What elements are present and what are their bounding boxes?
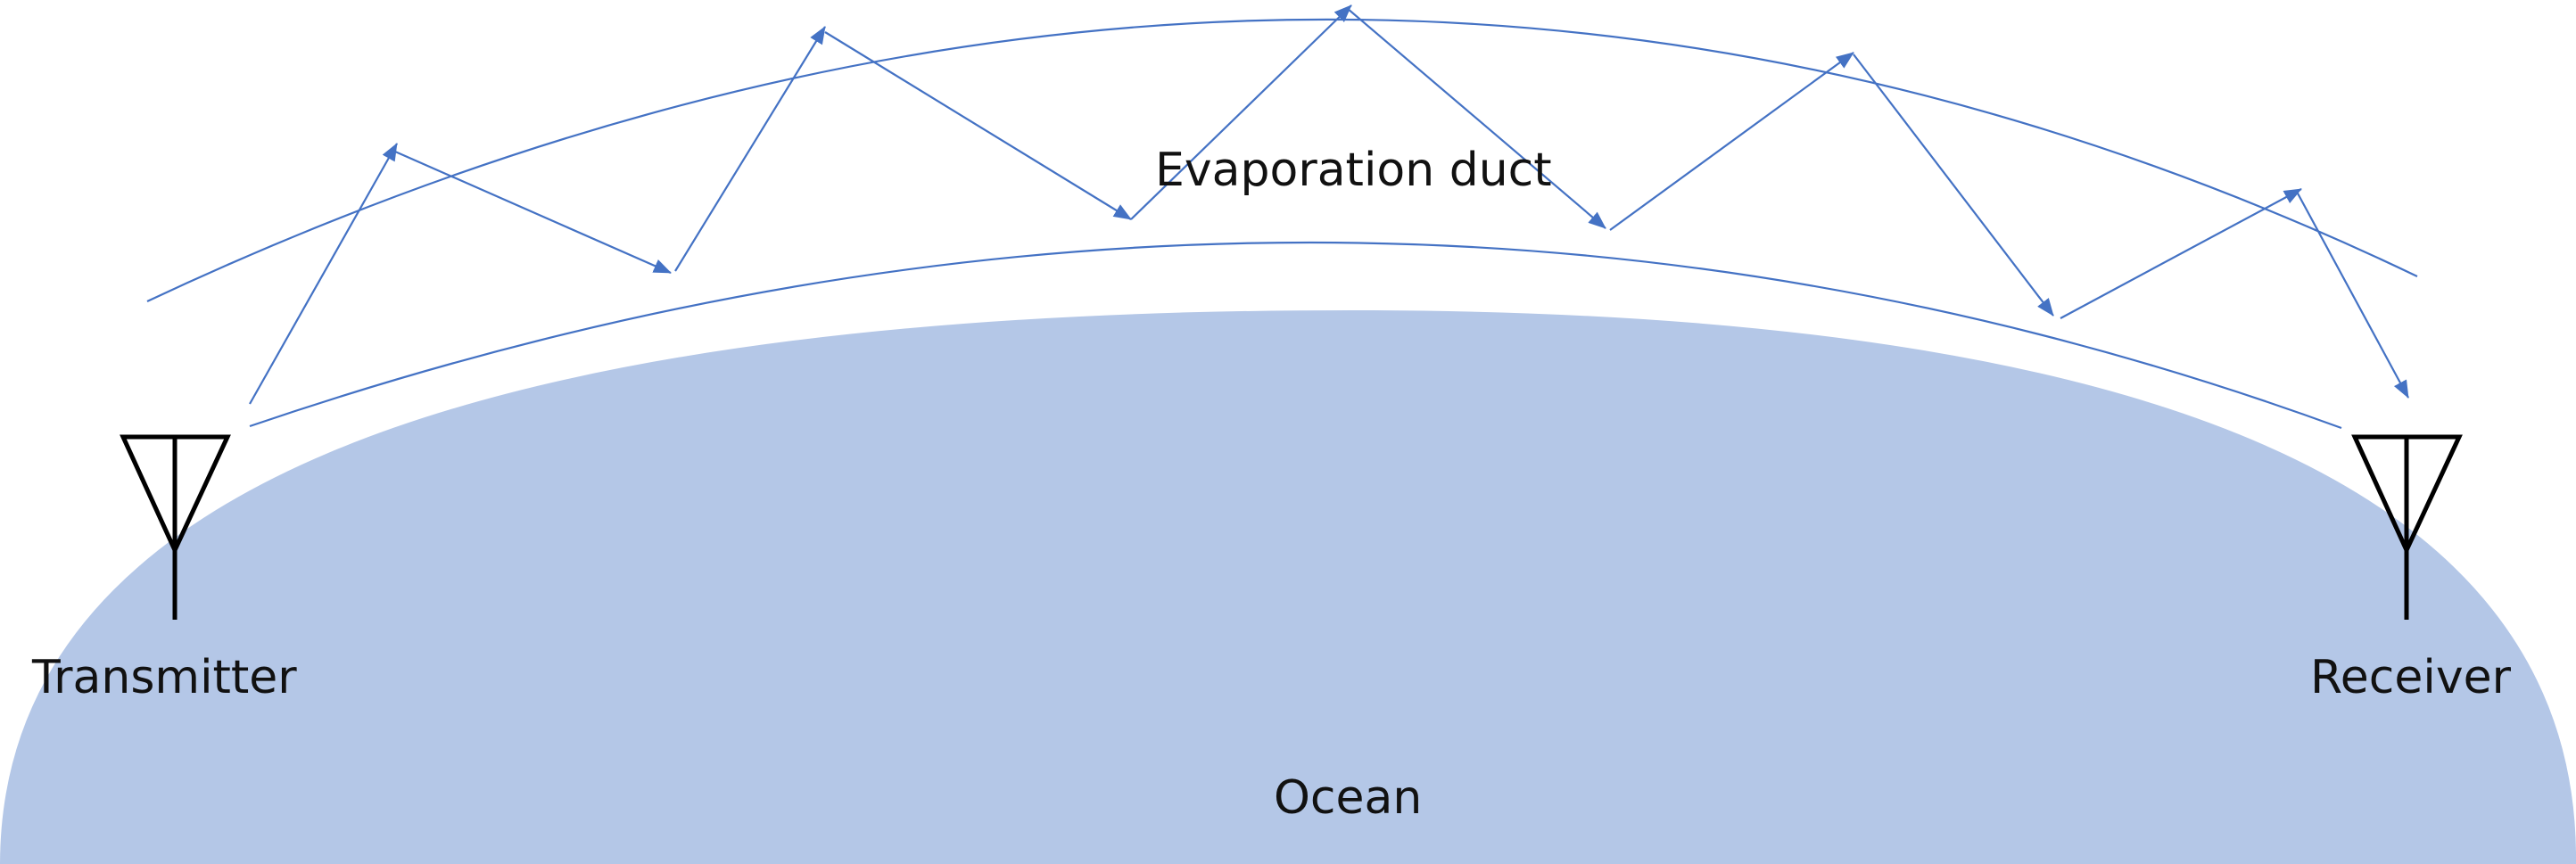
ocean-body — [0, 309, 2576, 864]
ocean-label: Ocean — [1274, 771, 1422, 825]
duct-label: Evaporation duct — [1155, 144, 1552, 197]
ray-segment — [249, 143, 398, 405]
ray-segment — [1130, 4, 1352, 220]
ray-segment — [1609, 52, 1854, 231]
ray-path — [249, 4, 2409, 405]
transmitter-antenna-icon — [120, 434, 231, 620]
ray-segment — [824, 31, 1132, 220]
receiver-antenna-icon — [2351, 434, 2463, 620]
transmitter-label: Transmitter — [31, 651, 297, 704]
ray-segment — [1853, 53, 2054, 317]
ray-segment — [1346, 7, 1606, 229]
ray-segment — [2296, 191, 2409, 399]
duct-upper-boundary — [146, 18, 2418, 302]
ray-segment — [2060, 188, 2302, 319]
receiver-label: Receiver — [2310, 651, 2512, 704]
ray-segment — [394, 150, 672, 275]
duct-lower-boundary — [249, 241, 2342, 430]
ray-segment — [674, 26, 826, 272]
